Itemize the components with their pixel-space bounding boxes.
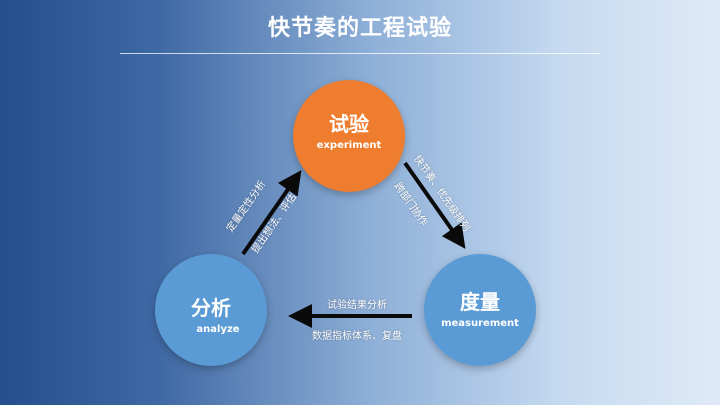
node-analyze-subtitle: analyze [196, 324, 240, 335]
node-measurement-subtitle: measurement [441, 318, 519, 329]
node-experiment: 试验 experiment [293, 80, 405, 192]
node-analyze-title: 分析 [191, 296, 231, 320]
edge-label-measurement-analyze-line1: 试验结果分析 [327, 300, 387, 311]
edge-label-measurement-analyze-line2: 数据指标体系、复盘 [312, 331, 402, 342]
slide-title: 快节奏的工程试验 [267, 16, 452, 41]
node-experiment-title: 试验 [329, 112, 369, 136]
arrow-analyze-to-experiment [241, 170, 302, 256]
node-measurement-title: 度量 [460, 290, 500, 314]
node-analyze: 分析 analyze [155, 254, 267, 366]
node-experiment-subtitle: experiment [316, 140, 382, 151]
node-measurement: 度量 measurement [424, 254, 536, 366]
arrow-experiment-to-measurement [403, 161, 466, 249]
title-divider [120, 53, 600, 54]
